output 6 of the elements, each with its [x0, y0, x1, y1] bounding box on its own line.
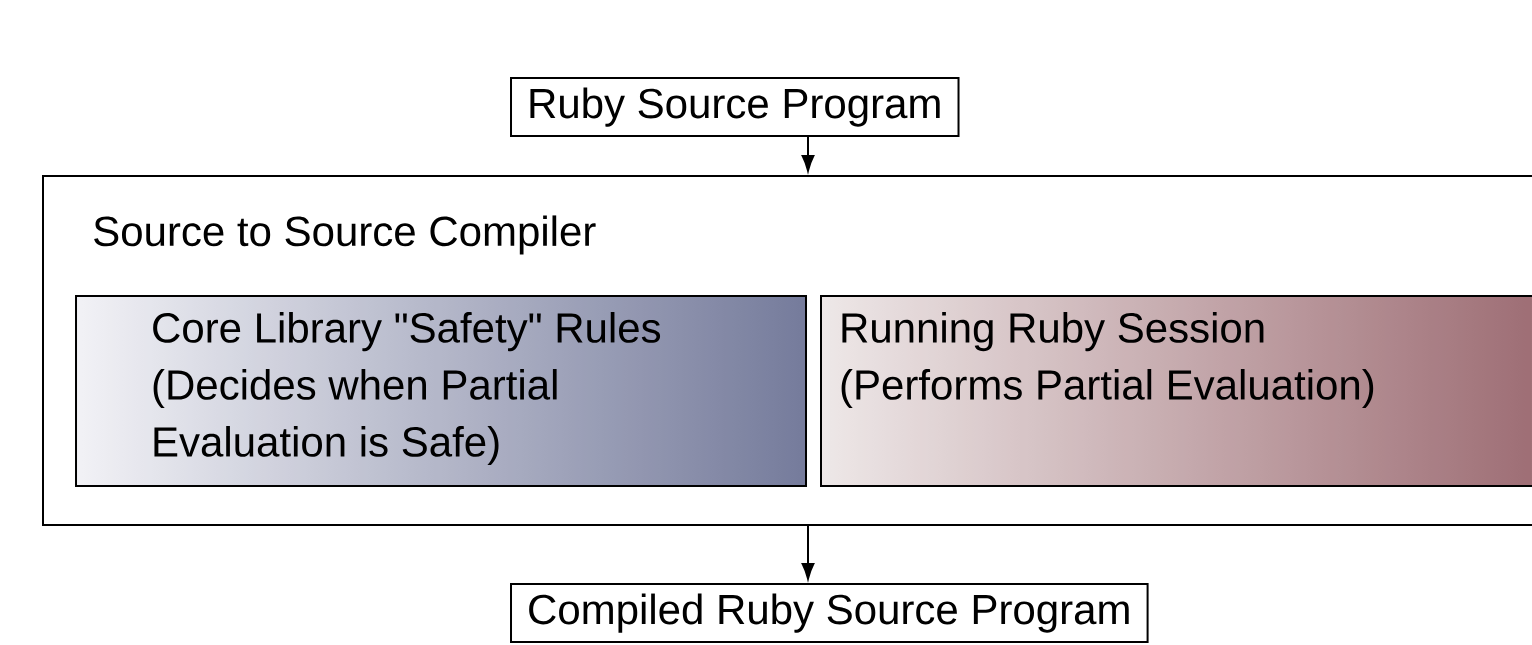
- arrow: [801, 136, 815, 172]
- component-box: Running Ruby Session (Performs Partial Evaluation): [820, 295, 1532, 487]
- program-box: Ruby Source Program: [510, 77, 960, 137]
- component-box: Core Library "Safety" Rules (Decides when Partial Evaluation is Safe): [75, 295, 807, 487]
- program-box: Compiled Ruby Source Program: [510, 583, 1149, 643]
- arrow: [801, 525, 815, 580]
